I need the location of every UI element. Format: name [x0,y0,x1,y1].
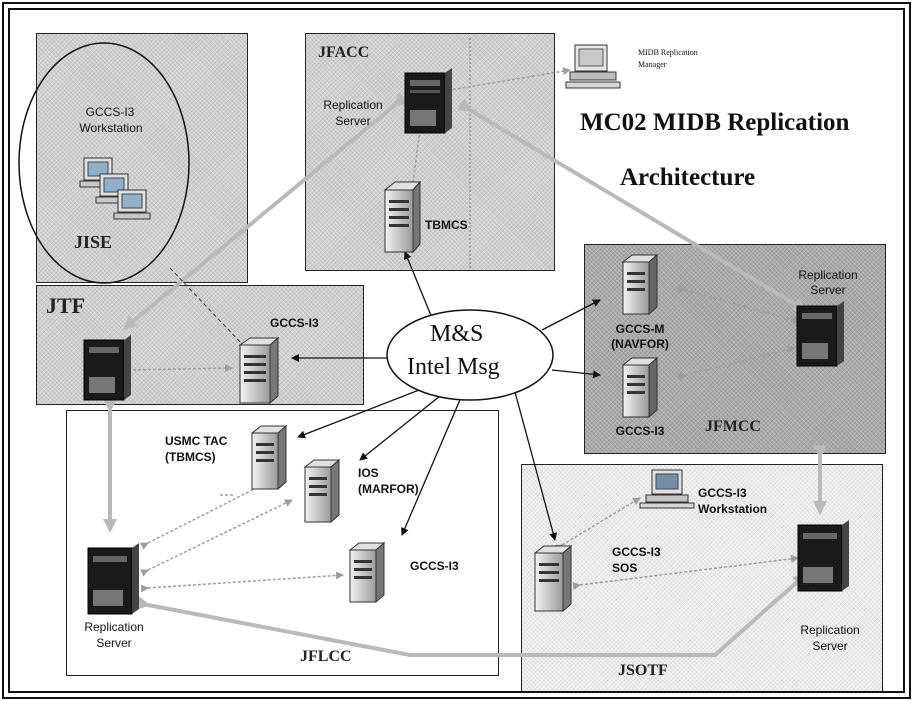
jtf-gccs-label: GCCS-I3 [270,316,319,330]
title-line-1: MC02 MIDB Replication [580,109,850,136]
sos-label-2: SOS [612,561,638,575]
midb-manager-label-1: MIDB Replication [638,48,698,57]
zone-label-jfmcc: JFMCC [705,418,761,435]
jfacc-replication-label-2: Server [335,114,371,128]
zone-label-jfacc: JFACC [318,44,370,61]
gccs-m-label-2: (NAVFOR) [611,337,669,351]
sos-server-icon [533,544,573,613]
zone-label-jise: JISE [74,232,113,252]
gccs-m-server-icon [621,253,659,316]
hub-ellipse [386,309,554,401]
jise-workstation-label-2: Workstation [79,121,143,135]
tbmcs-server-icon [383,180,422,254]
jfmcc-replication-label-1: Replication [798,268,858,282]
jfacc-replication-server-icon [404,68,452,134]
jflcc-gccs-server-icon [348,541,386,604]
zone-label-jtf: JTF [46,293,86,318]
ios-server-icon [303,458,341,524]
jfmcc-gccs-label: GCCS-I3 [615,424,665,438]
usmc-tac-label-1: USMC TAC [165,434,228,448]
midb-manager-label-2: Manager [638,60,667,69]
usmc-tac-label-2: (TBMCS) [165,450,216,464]
jflcc-replication-label-1: Replication [84,620,144,634]
tbmcs-label: TBMCS [425,218,468,232]
jsotf-replication-label-2: Server [812,639,848,653]
title-line-2: Architecture [620,164,756,191]
jflcc-replication-label-2: Server [96,636,132,650]
jise-workstations-icon [79,157,151,220]
jtf-replication-server-icon [83,335,131,401]
jfmcc-gccs-server-icon [621,356,659,419]
ios-label-2: (MARFOR) [358,482,419,496]
jsotf-workstation-label-1: GCCS-I3 [698,486,747,500]
jflcc-replication-server-icon [87,543,139,615]
zone-label-jsotf: JSOTF [618,662,668,679]
jfmcc-replication-label-2: Server [810,283,846,297]
zone-label-jflcc: JFLCC [300,648,352,665]
sos-label-1: GCCS-I3 [612,545,661,559]
ios-label-1: IOS [358,466,379,480]
jtf-gccs-server-icon [238,336,280,405]
jsotf-replication-label-1: Replication [800,623,860,637]
jfmcc-replication-server-icon [796,301,844,367]
jise-workstation-label-1: GCCS-I3 [85,105,135,119]
midb-manager-workstation-icon [565,44,621,89]
usmc-tac-server-icon [250,424,288,491]
jsotf-workstation-icon [639,469,695,509]
jsotf-replication-server-icon [797,520,849,592]
jflcc-gccs-label: GCCS-I3 [410,559,459,573]
gccs-m-label-1: GCCS-M [615,322,665,336]
hub-label-line-1: M&S [430,321,484,347]
hub-label-line-2: Intel Msg [407,354,500,380]
jsotf-workstation-label-2: Workstation [698,502,768,516]
jfacc-replication-label-1: Replication [323,98,383,112]
